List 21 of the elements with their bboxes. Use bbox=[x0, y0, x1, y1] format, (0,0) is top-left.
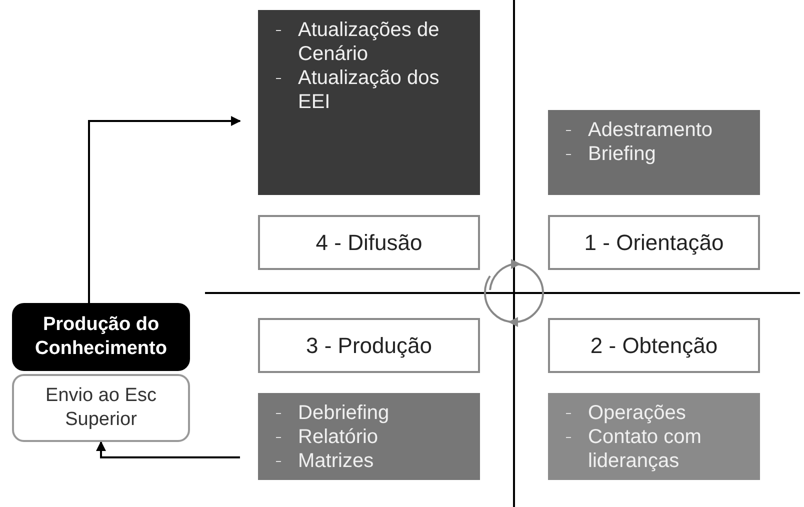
arrow bbox=[88, 116, 241, 303]
task-item: Matrizes bbox=[276, 449, 470, 473]
header-box: Produção do Conhecimento bbox=[12, 303, 190, 371]
task-card bbox=[258, 393, 480, 480]
arrow bbox=[96, 441, 240, 458]
task-item: Operações bbox=[566, 401, 750, 425]
phase-box: 1 - Orientação bbox=[548, 215, 760, 270]
task-item: Contato com lideranças bbox=[566, 425, 750, 473]
task-item: Atualizações de Cenário bbox=[276, 18, 470, 66]
task-item: Atualização dos EEI bbox=[276, 66, 470, 114]
phase-box: 4 - Difusão bbox=[258, 215, 480, 270]
phase-box: 3 - Produção bbox=[258, 318, 480, 373]
task-item: Briefing bbox=[566, 142, 750, 166]
task-item: Debriefing bbox=[276, 401, 470, 425]
task-card bbox=[258, 10, 480, 195]
task-card bbox=[548, 393, 760, 480]
process-box: Envio ao Esc Superior bbox=[12, 374, 190, 442]
task-item: Adestramento bbox=[566, 118, 750, 142]
task-item: Relatório bbox=[276, 425, 470, 449]
task-card bbox=[548, 110, 760, 195]
phase-box: 2 - Obtenção bbox=[548, 318, 760, 373]
